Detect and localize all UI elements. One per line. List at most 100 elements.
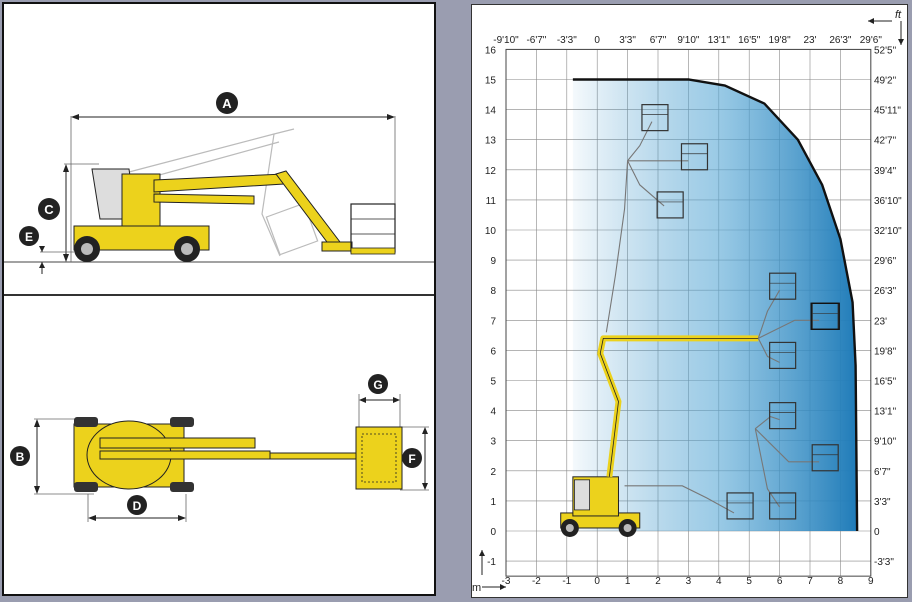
y-tick-label-m: 3 — [490, 437, 496, 448]
reach-envelope — [572, 78, 859, 532]
m-unit-label: m — [472, 582, 481, 594]
x-tick-label-ft: 3'3" — [619, 35, 636, 46]
y-tick-label-m: 0 — [490, 527, 496, 538]
x-tick-label-m: 0 — [594, 576, 600, 587]
y-tick-label-m: 14 — [485, 106, 497, 117]
side-chassis — [73, 168, 210, 262]
y-tick-label-ft: -3'3" — [874, 557, 894, 568]
ghost-boom-position — [754, 428, 820, 463]
ft-unit-indicator: ft — [868, 9, 904, 45]
dimension-tag-d: D — [127, 495, 147, 515]
dimension-label-f: F — [408, 452, 415, 466]
top-basket — [355, 426, 403, 490]
side-view: A C E — [4, 92, 434, 274]
y-tick-label-ft: 42'7" — [874, 136, 897, 147]
x-tick-label-ft: 19'8" — [769, 35, 792, 46]
dimension-label-g: G — [373, 378, 382, 392]
x-tick-label-ft: 6'7" — [650, 35, 667, 46]
grid-border — [505, 48, 872, 577]
x-tick-label-ft: -9'10" — [493, 35, 519, 46]
x-tick-label-ft: 16'5" — [738, 35, 761, 46]
dimension-label-e: E — [25, 230, 33, 244]
x-tick-label-ft: 9'10" — [677, 35, 700, 46]
x-tick-label-m: 7 — [807, 576, 813, 587]
x-tick-label-m: 8 — [838, 576, 844, 587]
y-tick-label-m: 12 — [485, 166, 497, 177]
y-tick-label-m: 7 — [490, 316, 496, 327]
x-tick-label-m: 6 — [777, 576, 783, 587]
ghost-boom-position — [754, 428, 781, 508]
x-tick-label-ft: 29'6" — [860, 35, 883, 46]
x-tick-label-m: 1 — [625, 576, 631, 587]
ghost-basket — [769, 492, 797, 520]
y-tick-label-ft: 52'5" — [874, 45, 897, 56]
y-tick-label-ft: 29'6" — [874, 256, 897, 267]
machine-engine-cover — [574, 479, 591, 511]
x-tick-label-m: -3 — [502, 576, 511, 587]
reach-envelope-fill — [572, 79, 858, 531]
ghost-boom-position — [757, 289, 781, 339]
ghost-basket — [811, 444, 839, 472]
ghost-basket — [641, 104, 669, 132]
dimension-tag-c: C — [38, 198, 60, 220]
y-tick-label-ft: 23' — [874, 316, 887, 327]
machine-boom-outline — [599, 337, 759, 477]
x-tick-label-m: 5 — [746, 576, 752, 587]
ghost-basket — [680, 143, 709, 171]
ft-unit-label: ft — [895, 9, 902, 21]
x-tick-label-m: 9 — [868, 576, 874, 587]
side-boom — [153, 170, 353, 252]
dimension-label-c: C — [44, 202, 54, 217]
y-tick-label-ft: 9'10" — [874, 437, 897, 448]
x-tick-label-m: -2 — [532, 576, 541, 587]
ghost-basket — [769, 402, 797, 430]
ghost-basket — [769, 272, 797, 300]
ghost-boom-outline — [128, 128, 319, 257]
y-tick-label-m: 1 — [490, 497, 496, 508]
dimension-drawing-panel: A C E — [2, 2, 436, 596]
ghost-boom-position — [754, 416, 780, 430]
y-tick-label-m: 8 — [490, 286, 496, 297]
y-tick-label-m: 10 — [485, 226, 497, 237]
machine-wheel-hub — [565, 523, 574, 532]
ghost-basket — [656, 191, 684, 219]
y-tick-label-ft: 16'5" — [874, 377, 897, 388]
dimension-tag-b: B — [10, 446, 30, 466]
y-tick-label-ft: 32'10" — [874, 226, 902, 237]
side-basket — [350, 203, 396, 255]
y-tick-label-ft: 45'11" — [874, 106, 901, 117]
top-view: B D G — [10, 374, 429, 522]
x-tick-label-m: 2 — [655, 576, 661, 587]
panel-divider — [4, 294, 434, 296]
y-tick-label-m: 11 — [486, 196, 497, 207]
x-tick-label-ft: 13'1" — [708, 35, 731, 46]
y-tick-label-ft: 39'4" — [874, 166, 897, 177]
x-tick-label-m: -1 — [562, 576, 571, 587]
x-tick-label-ft: 23' — [803, 35, 816, 46]
ghost-boom-position — [624, 485, 735, 514]
machine-wheel-hub — [623, 523, 632, 532]
x-tick-label-ft: 0 — [594, 35, 600, 46]
y-tick-label-ft: 0 — [874, 527, 880, 538]
y-tick-label-m: 16 — [485, 45, 497, 56]
x-tick-label-ft: -6'7" — [526, 35, 546, 46]
ghost-boom-position — [605, 121, 653, 333]
dimension-tag-g: G — [368, 374, 388, 394]
dimension-label-d: D — [133, 499, 142, 513]
dimension-label-b: B — [16, 450, 25, 464]
reach-envelope-outline — [572, 78, 859, 532]
y-tick-label-m: 6 — [490, 346, 496, 357]
dimension-tag-f: F — [402, 448, 422, 468]
x-tick-label-m: 3 — [686, 576, 692, 587]
y-tick-label-m: 5 — [490, 377, 496, 388]
top-chassis — [73, 417, 361, 492]
x-tick-label-ft: 26'3" — [829, 35, 852, 46]
y-tick-label-m: 13 — [485, 136, 497, 147]
y-tick-label-ft: 19'8" — [874, 346, 897, 357]
y-tick-label-ft: 3'3" — [874, 497, 891, 508]
y-tick-label-ft: 13'1" — [874, 407, 897, 418]
y-tick-label-ft: 26'3" — [874, 286, 897, 297]
